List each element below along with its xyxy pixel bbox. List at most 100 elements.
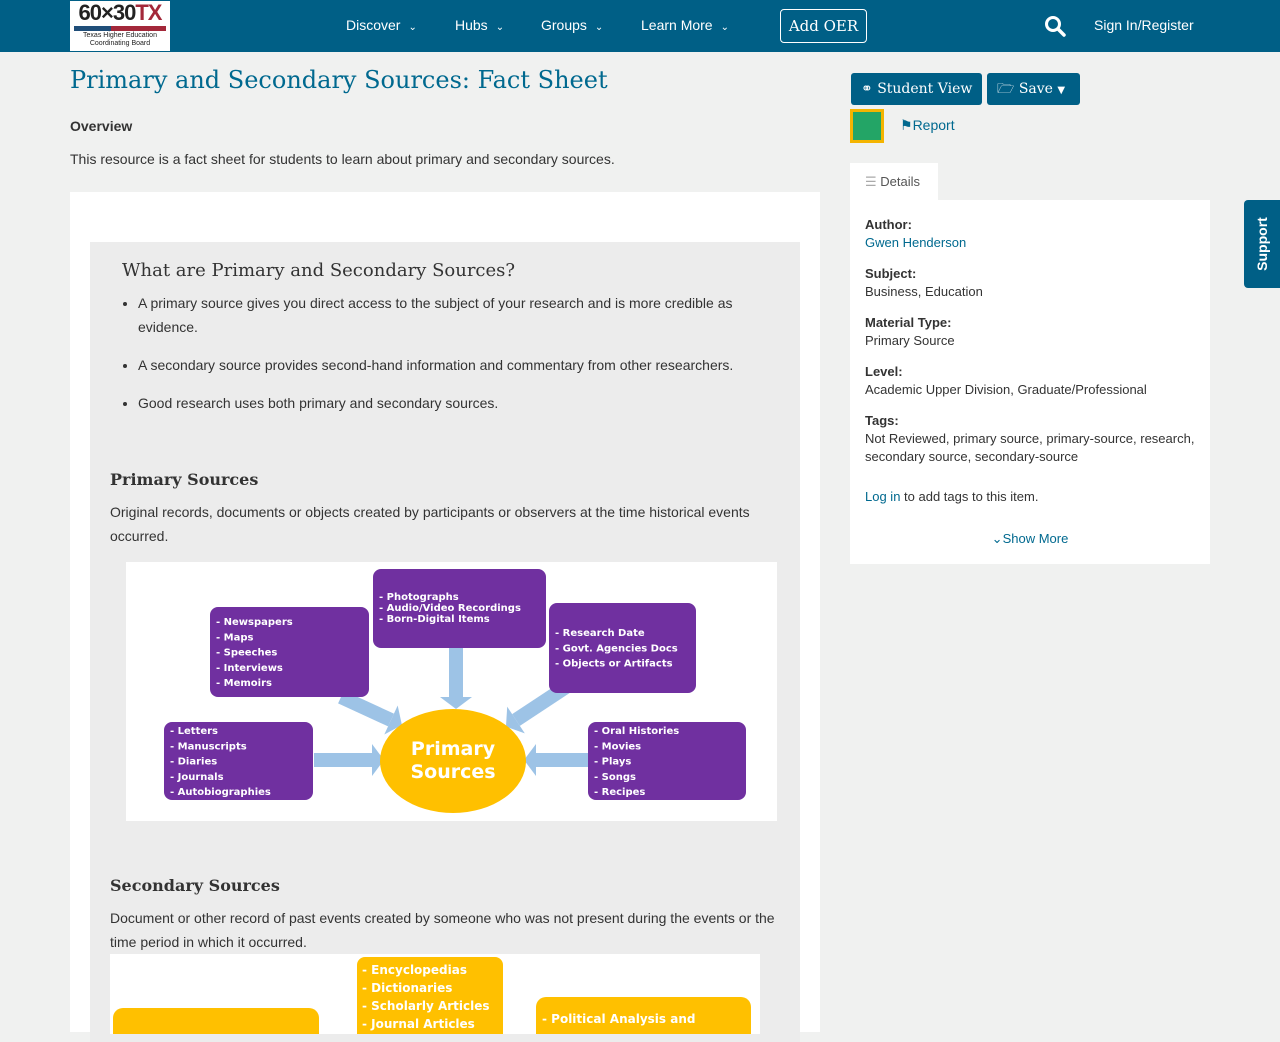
source-item: - Autobiographies xyxy=(170,787,271,798)
source-item: - Dictionaries xyxy=(362,981,452,995)
list-icon: ☰ xyxy=(865,174,877,189)
source-box xyxy=(588,722,746,800)
subject-label: Subject: xyxy=(865,266,917,281)
login-suffix: to add tags to this item. xyxy=(900,489,1039,504)
secondary-text: Document or other record of past events … xyxy=(110,910,775,950)
source-item: - Photographs xyxy=(379,592,459,603)
fact-sheet-question: What are Primary and Secondary Sources? xyxy=(122,260,516,281)
center-label: Primary xyxy=(411,738,496,760)
source-item: - Govt. Agencies Docs xyxy=(555,643,678,654)
source-item: - Letters xyxy=(170,726,218,737)
nav-learn-more[interactable]: Learn More ⌄ xyxy=(641,17,729,33)
list-item: A secondary source provides second-hand … xyxy=(138,353,778,377)
chevron-down-icon: ⌄ xyxy=(495,22,505,33)
link-icon: ⚭ xyxy=(861,81,873,97)
login-link[interactable]: Log in xyxy=(865,489,901,504)
source-item: - Manuscripts xyxy=(170,741,247,752)
source-item: - Political Analysis and xyxy=(542,1012,695,1026)
arrow-head xyxy=(372,744,384,776)
source-item: - Recipes xyxy=(594,787,645,798)
source-item: - Journals xyxy=(170,772,224,783)
logo-bar xyxy=(74,26,166,31)
button-label: Student View xyxy=(877,81,973,97)
nav-discover[interactable]: Discover ⌄ xyxy=(346,17,417,33)
source-item: - Interviews xyxy=(216,663,283,674)
tab-label: Details xyxy=(880,174,921,189)
nav-label: Discover xyxy=(346,17,401,33)
source-box xyxy=(549,603,696,693)
logo-wordmark: 60×30TX xyxy=(78,0,163,25)
source-box xyxy=(113,1008,319,1042)
primary-sources-center xyxy=(380,709,526,813)
show-more-link[interactable]: ⌄Show More xyxy=(865,530,1195,548)
material-type-label: Material Type: xyxy=(865,315,952,330)
student-view-button[interactable]: ⚭ Student View xyxy=(851,73,982,105)
source-item: - Scholarly Articles xyxy=(362,999,490,1013)
support-label: Support xyxy=(1254,217,1270,271)
bullet-list: A primary source gives you direct access… xyxy=(138,291,778,429)
nav-hubs[interactable]: Hubs ⌄ xyxy=(455,17,504,33)
primary-diagram-canvas: - Photographs- Audio/Video Recordings- B… xyxy=(164,569,746,813)
source-item: - Born-Digital Items xyxy=(379,614,490,625)
level-value: Academic Upper Division, Graduate/Profes… xyxy=(865,382,1147,397)
center-label: Sources xyxy=(410,761,495,783)
nav-groups[interactable]: Groups⌄ xyxy=(541,17,603,33)
source-box xyxy=(210,607,369,697)
caret-down-icon: ▼ xyxy=(1057,85,1066,96)
folder-open-icon: 🗁 xyxy=(997,81,1015,97)
arrow-head xyxy=(524,744,536,776)
chevron-down-icon: ⌄ xyxy=(408,22,417,33)
primary-text: Original records, documents or objects c… xyxy=(110,504,750,544)
report-label: Report xyxy=(912,117,955,133)
secondary-heading: Secondary Sources xyxy=(110,876,280,895)
list-item: A primary source gives you direct access… xyxy=(138,291,778,339)
source-box xyxy=(373,569,546,648)
tags-value: Not Reviewed, primary source, primary-so… xyxy=(865,431,1195,464)
source-item: - Memoirs xyxy=(216,678,272,689)
secondary-diagram-canvas: - Encyclopedias - Dictionaries - Scholarly… xyxy=(113,957,751,1042)
sign-in-link[interactable]: Sign In/Register xyxy=(1094,17,1194,33)
source-item: - Audio/Video Recordings xyxy=(379,603,521,614)
report-link[interactable]: ⚑Report xyxy=(900,117,955,134)
tab-details[interactable]: ☰ Details xyxy=(850,163,938,200)
details-panel: Author:Gwen Henderson Subject:Business, … xyxy=(850,200,1210,564)
source-item: - Objects or Artifacts xyxy=(555,659,673,670)
flag-icon: ⚑ xyxy=(900,117,913,133)
button-label: Save xyxy=(1018,81,1053,97)
source-item: - Encyclopedias xyxy=(362,963,467,977)
material-type-value: Primary Source xyxy=(865,333,955,348)
nav-label: Hubs xyxy=(455,17,488,33)
source-box xyxy=(164,722,313,800)
source-item: - Newspapers xyxy=(216,617,293,628)
overview-text: This resource is a fact sheet for studen… xyxy=(70,151,615,167)
author-label: Author: xyxy=(865,217,912,232)
arrow-head xyxy=(505,706,525,734)
support-tab[interactable]: Support xyxy=(1244,200,1280,288)
primary-heading: Primary Sources xyxy=(110,470,259,489)
show-more-label: Show More xyxy=(1002,531,1069,546)
chevron-down-icon: ⌄ xyxy=(720,22,729,33)
source-item: - Plays xyxy=(594,757,631,768)
source-item: - Speeches xyxy=(216,648,277,659)
search-icon[interactable] xyxy=(1044,15,1066,37)
add-oer-button[interactable]: Add OER xyxy=(780,9,867,43)
chevron-down-icon: ⌄ xyxy=(594,22,604,33)
chevron-down-icon: ⌄ xyxy=(991,531,1003,546)
nav-label: Learn More xyxy=(641,17,713,33)
source-item: - Maps xyxy=(216,632,253,643)
list-item: Good research uses both primary and seco… xyxy=(138,391,778,415)
level-label: Level: xyxy=(865,364,903,379)
primary-sources-diagram: - Photographs- Audio/Video Recordings- B… xyxy=(126,562,777,821)
overview-label: Overview xyxy=(70,118,133,134)
source-item: - Oral Histories xyxy=(594,726,679,737)
source-box xyxy=(357,957,503,1042)
login-note: Log in to add tags to this item. xyxy=(865,488,1195,506)
author-link[interactable]: Gwen Henderson xyxy=(865,235,967,250)
save-button[interactable]: 🗁 Save ▼ xyxy=(987,73,1080,105)
google-classroom-share-icon[interactable] xyxy=(850,109,884,143)
arrow-head xyxy=(440,697,472,709)
source-item: - Journal Articles xyxy=(362,1017,475,1031)
